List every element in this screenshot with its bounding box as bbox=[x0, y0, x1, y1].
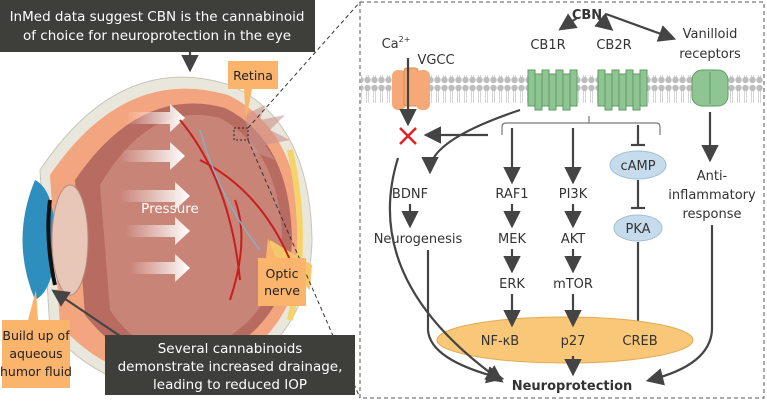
pathway-panel: CBN Ca2+ VGCC CB1R CB2R Vanilloid recept… bbox=[359, 1, 765, 399]
p27-label: p27 bbox=[561, 334, 586, 349]
svg-text:demonstrate increased drainage: demonstrate increased drainage, bbox=[118, 359, 343, 375]
headline-line-1: InMed data suggest CBN is the cannabinoi… bbox=[10, 9, 305, 25]
erk-label: ERK bbox=[499, 277, 525, 292]
pka-label: PKA bbox=[625, 222, 650, 237]
mek-label: MEK bbox=[498, 232, 526, 247]
cb1r-label: CB1R bbox=[530, 38, 565, 53]
vgcc-label: VGCC bbox=[417, 53, 454, 68]
svg-text:humor fluid: humor fluid bbox=[0, 364, 72, 379]
cb2r-label: CB2R bbox=[596, 38, 631, 53]
pka-node bbox=[613, 214, 663, 242]
eye-illustration: Pressure bbox=[22, 1, 361, 399]
raf1-label: RAF1 bbox=[495, 187, 528, 202]
svg-text:Optic: Optic bbox=[265, 266, 298, 281]
mtor-label: mTOR bbox=[553, 277, 593, 292]
calcium-label: Ca2+ bbox=[382, 35, 411, 52]
vanilloid-label-2: receptors bbox=[679, 47, 741, 62]
vanilloid-receptor-icon bbox=[691, 69, 729, 107]
svg-text:aqueous: aqueous bbox=[9, 346, 62, 361]
anti-inflammatory-label-3: response bbox=[682, 207, 741, 222]
retina-label: Retina bbox=[228, 61, 278, 120]
headline-box: InMed data suggest CBN is the cannabinoi… bbox=[0, 0, 315, 73]
svg-text:Several cannabinoids: Several cannabinoids bbox=[158, 341, 303, 357]
pressure-label: Pressure bbox=[141, 201, 199, 217]
neurogenesis-label: Neurogenesis bbox=[374, 232, 463, 247]
pressure-arrows-icon bbox=[120, 104, 190, 282]
vgcc-channel-icon bbox=[392, 67, 430, 110]
neuroprotection-label: Neuroprotection bbox=[512, 379, 633, 394]
camp-label: cAMP bbox=[620, 159, 655, 174]
anti-inflammatory-label-2: inflammatory bbox=[668, 188, 756, 203]
svg-text:nerve: nerve bbox=[264, 283, 300, 298]
akt-label: AKT bbox=[561, 232, 585, 247]
drainage-note-box: Several cannabinoids demonstrate increas… bbox=[51, 289, 355, 395]
headline-line-2: of choice for neuroprotection in the eye bbox=[23, 28, 291, 44]
svg-text:Retina: Retina bbox=[233, 68, 273, 83]
block-x-icon bbox=[399, 127, 417, 145]
creb-label: CREB bbox=[622, 334, 657, 349]
vanilloid-label-1: Vanilloid bbox=[683, 27, 738, 42]
cb2r-receptor-icon bbox=[597, 69, 648, 111]
anti-inflammatory-label-1: Anti- bbox=[697, 169, 728, 184]
nfkb-label: NF-κB bbox=[481, 334, 519, 349]
optic-nerve-label: Optic nerve bbox=[258, 238, 306, 306]
aqueous-humor-label: Build up of aqueous humor fluid bbox=[0, 290, 72, 388]
cbn-label: CBN bbox=[572, 8, 602, 23]
svg-text:Build up of: Build up of bbox=[2, 328, 70, 343]
pi3k-label: PI3K bbox=[559, 187, 588, 202]
camp-node bbox=[609, 150, 667, 180]
bdnf-label: BDNF bbox=[392, 187, 428, 202]
svg-text:leading to reduced IOP: leading to reduced IOP bbox=[153, 377, 307, 393]
retina-zoom-box bbox=[233, 127, 249, 141]
cb1r-receptor-icon bbox=[527, 69, 578, 111]
